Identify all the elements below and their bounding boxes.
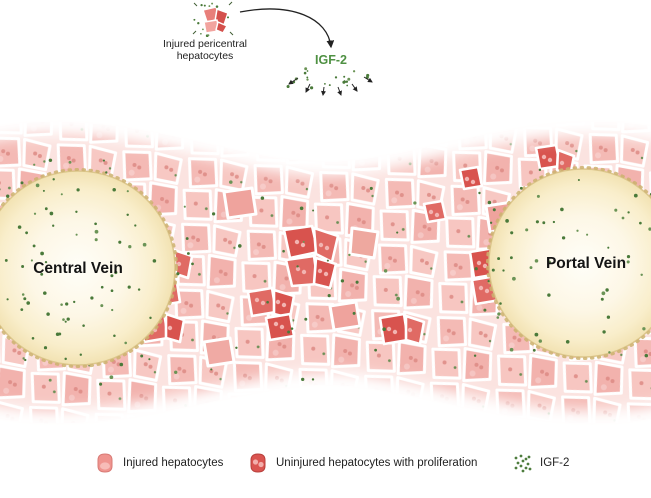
cluster-tick-marks — [192, 1, 234, 36]
release-arrow — [239, 8, 335, 49]
central-vein-label: Central Vein — [33, 260, 123, 277]
cluster-label-line1: Injured pericentral — [163, 38, 247, 50]
cluster-label-line2: hepatocytes — [177, 50, 234, 62]
igf2-dispersal-arrows — [288, 76, 373, 96]
injured-pericentral-cluster-icon — [192, 1, 234, 38]
tissue-band — [0, 108, 651, 437]
igf2-top-label: IGF-2 — [315, 53, 347, 67]
igf2-dots-icon — [514, 454, 532, 473]
central-vein — [0, 168, 178, 368]
proliferating-hepatocyte-icon — [250, 453, 266, 473]
top-schematic: Injured pericentral hepatocytes IGF-2 — [163, 1, 373, 96]
injured-hepatocyte-icon — [97, 453, 113, 473]
portal-vein-label: Portal Vein — [546, 255, 626, 272]
legend-label-injured: Injured hepatocytes — [123, 457, 224, 469]
legend-label-proliferating: Uninjured hepatocytes with proliferation — [276, 457, 478, 469]
cluster-igf2-dots — [193, 2, 230, 38]
central-vein-scalloped-edge — [0, 168, 178, 368]
igf2-dots-layer — [0, 158, 651, 386]
igf2-dispersal-dots — [286, 67, 370, 90]
portal-vein-scalloped-edge — [486, 166, 651, 360]
legend-label-igf2: IGF-2 — [540, 457, 570, 469]
portal-vein — [486, 166, 651, 360]
legend-item-injured: Injured hepatocytes — [95, 452, 223, 474]
legend-item-igf2: IGF-2 — [512, 452, 569, 474]
legend-item-proliferating: Uninjured hepatocytes with proliferation — [248, 452, 477, 474]
